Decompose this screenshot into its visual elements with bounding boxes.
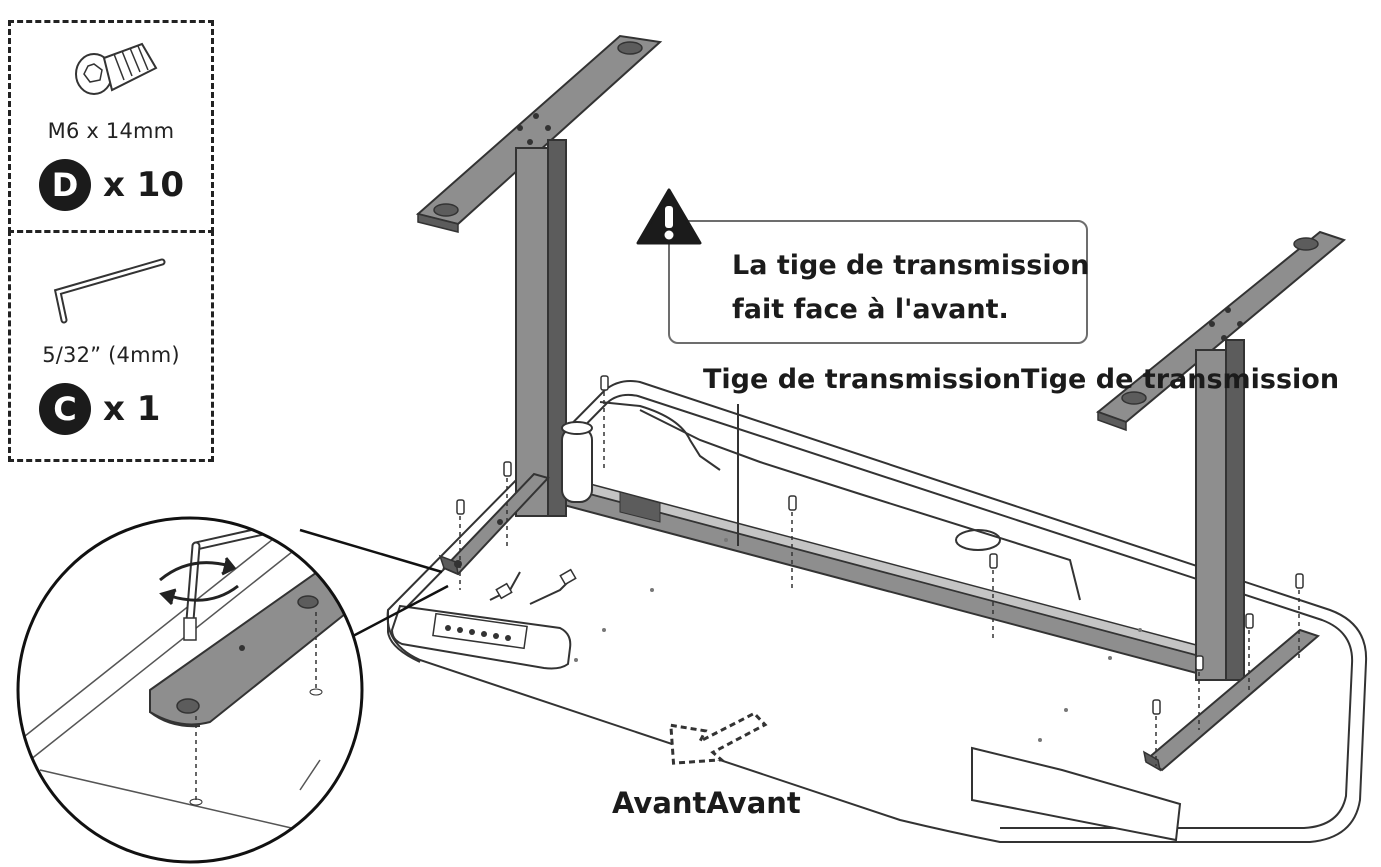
callout-line-1: La tige de transmission [732,250,1090,281]
warning-triangle-icon [636,188,702,245]
detail-magnifier [16,516,364,864]
front-label: AvantAvant [612,786,801,820]
wrench-badge: C x 1 [39,383,160,435]
screw-illustration [75,42,158,95]
transmission-rod-label: Tige de transmissionTige de transmission [703,364,1340,395]
left-leg [415,34,663,576]
right-leg [1095,230,1347,772]
screw-badge: D x 10 [39,159,184,211]
parts-box-screw: M6 x 14mm D x 10 [8,20,214,233]
warning-callout: La tige de transmission fait face à l'av… [668,220,1090,344]
wrench-size-label: 5/32” (4mm) [42,343,180,367]
front-direction-arrow [669,711,768,765]
screw-size-label: M6 x 14mm [47,119,175,143]
parts-box-wrench: 5/32” (4mm) C x 1 [8,230,214,462]
hex-key-illustration [53,258,166,324]
part-letter-badge: D [39,159,91,211]
callout-line-2: fait face à l'avant. [732,294,1009,325]
wrench-quantity: x 1 [103,389,161,429]
control-panel [390,604,572,670]
rotate-arrows-icon [159,557,239,606]
screws [456,375,1304,766]
part-letter-badge: C [39,383,91,435]
screw-quantity: x 10 [103,165,185,205]
